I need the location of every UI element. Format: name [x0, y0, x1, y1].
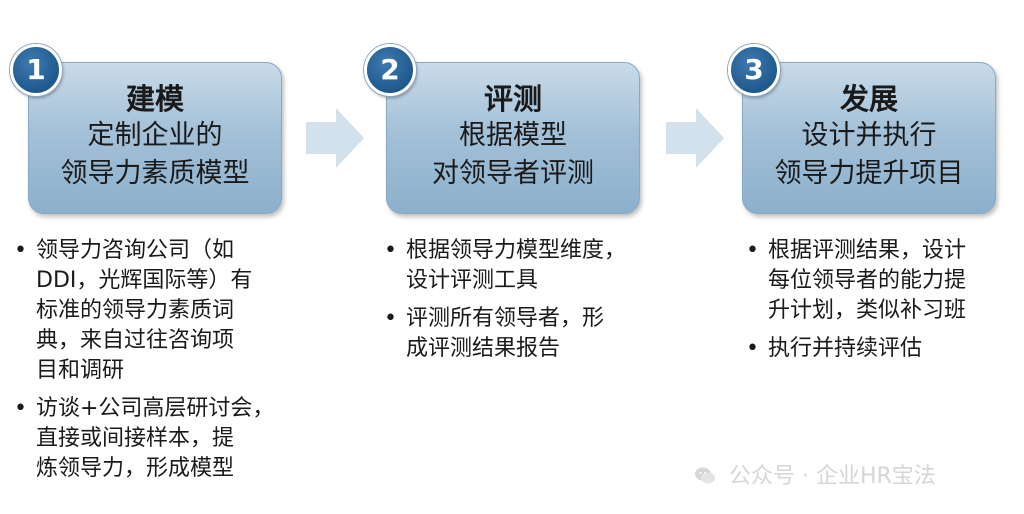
step-2-badge: 2 — [364, 44, 416, 96]
list-item: • 根据评测结果，设计 每位领导者的能力提 升计划，类似补习班 — [746, 238, 967, 323]
step-3-badge: 3 — [728, 44, 780, 96]
step-3-box: 发展 设计并执行 领导力提升项目 — [742, 62, 996, 214]
list-item: • 执行并持续评估 — [746, 334, 1016, 364]
step-1-line-1: 定制企业的 — [87, 120, 223, 151]
step-3-line-2: 领导力提升项目 — [774, 158, 964, 189]
step-2-box: 评测 根据模型 对领导者评测 — [386, 62, 640, 214]
step-3-title: 发展 — [839, 82, 898, 116]
step-1-badge: 1 — [10, 44, 62, 96]
bullet-dot: • — [746, 336, 759, 361]
step-1-title: 建模 — [125, 82, 184, 116]
step-1-box: 建模 定制企业的 领导力素质模型 — [28, 62, 282, 214]
arrow-right-icon — [666, 108, 724, 168]
step-2-line-2: 对领导者评测 — [432, 158, 594, 189]
step-1-line-2: 领导力素质模型 — [60, 158, 250, 189]
wechat-icon — [695, 467, 715, 484]
bullet-dot: • — [384, 306, 397, 331]
list-item: • 访谈+公司高层研讨会， 直接或间接样本，提 炼领导力，形成模型 — [14, 396, 275, 481]
bullet-dot: • — [384, 238, 397, 263]
list-item: • 根据领导力模型维度， 设计评测工具 — [384, 238, 627, 293]
bullet-dot: • — [14, 238, 27, 263]
step-2-bullets: • 根据领导力模型维度， 设计评测工具 • 评测所有领导者，形 成评测结果报告 — [384, 236, 674, 372]
step-3-bullets: • 根据评测结果，设计 每位领导者的能力提 升计划，类似补习班 • 执行并持续评… — [746, 236, 1016, 372]
step-1-bullets: • 领导力咨询公司（如 DDI，光辉国际等）有 标准的领导力素质词 典，来自过往… — [14, 236, 314, 492]
list-item: • 评测所有领导者，形 成评测结果报告 — [384, 306, 605, 361]
step-3-line-1: 设计并执行 — [801, 120, 937, 151]
arrow-right-icon — [306, 108, 364, 168]
step-2-title: 评测 — [483, 82, 542, 116]
bullet-dot: • — [14, 396, 27, 421]
watermark: 公众号 · 企业HR宝法 — [694, 458, 936, 490]
watermark-text: 公众号 · 企业HR宝法 — [729, 464, 936, 489]
step-2-line-1: 根据模型 — [459, 120, 567, 151]
bullet-dot: • — [746, 238, 759, 263]
list-item: • 领导力咨询公司（如 DDI，光辉国际等）有 标准的领导力素质词 典，来自过往… — [14, 238, 253, 383]
